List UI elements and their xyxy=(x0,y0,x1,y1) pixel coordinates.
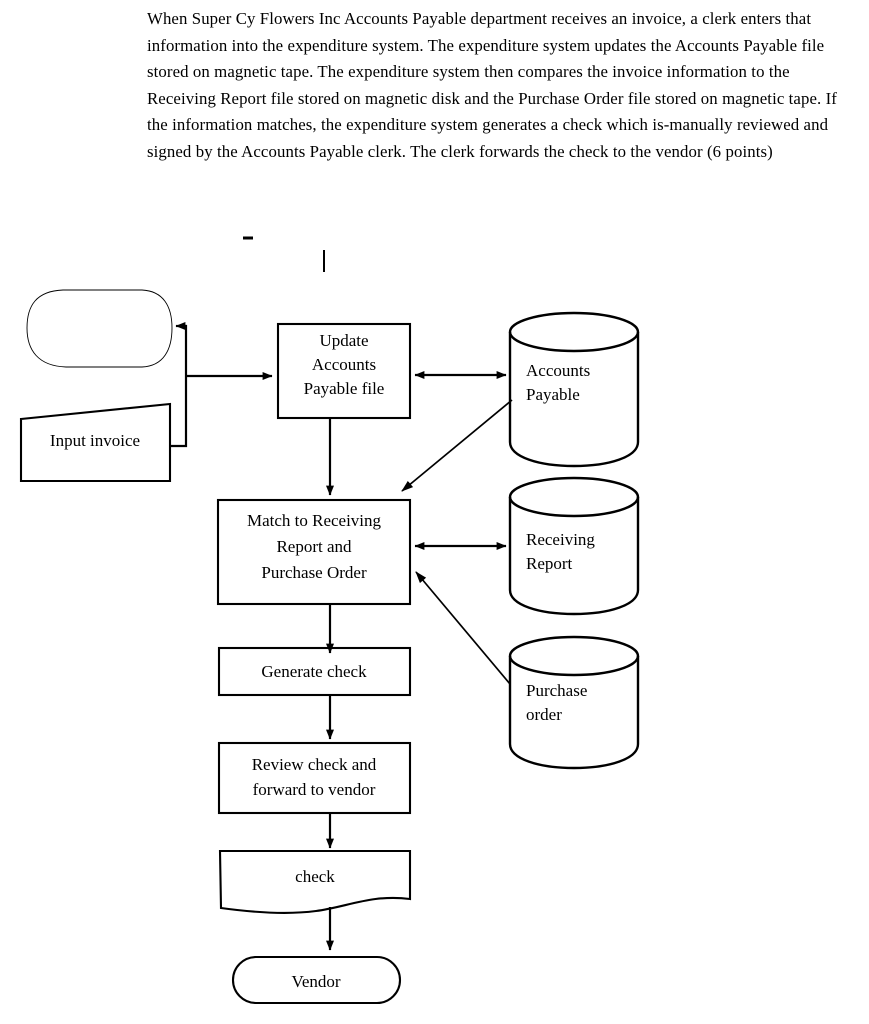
update-ap-label-line2: Accounts xyxy=(312,355,376,374)
purchase-order-label-line2: order xyxy=(526,705,562,724)
update-ap-label-line3: Payable file xyxy=(304,379,385,398)
question-paragraph: When Super Cy Flowers Inc Accounts Payab… xyxy=(147,9,837,161)
edge-input-invoice-to-blank-oval xyxy=(175,322,188,376)
match-receiving-purchase-node[interactable]: Match to Receiving Report and Purchase O… xyxy=(216,498,412,606)
receiving-report-label-line2: Report xyxy=(526,554,573,573)
receiving-report-label-line1: Receiving xyxy=(526,530,595,549)
update-accounts-payable-node[interactable]: Update Accounts Payable file xyxy=(276,322,412,420)
accounts-payable-datastore-node[interactable]: Accounts Payable xyxy=(508,311,640,468)
edge-input-invoice-to-update-ap xyxy=(170,372,273,448)
edge-accounts-payable-to-match xyxy=(401,399,513,492)
purchase-order-datastore-node[interactable]: Purchase order xyxy=(508,635,640,770)
flowchart-canvas: Input invoice Update Accounts Payable fi… xyxy=(19,236,640,1005)
match-label-line2: Report and xyxy=(276,537,352,556)
check-document-label: check xyxy=(295,867,335,886)
blank-oval-node[interactable] xyxy=(26,289,173,368)
input-invoice-node[interactable]: Input invoice xyxy=(19,402,172,483)
review-check-label-line1: Review check and xyxy=(252,755,377,774)
check-document-node[interactable]: check xyxy=(218,849,412,914)
review-check-node[interactable]: Review check and forward to vendor xyxy=(217,741,412,815)
vendor-label: Vendor xyxy=(291,972,340,991)
match-label-line1: Match to Receiving xyxy=(247,511,382,530)
receiving-report-datastore-node[interactable]: Receiving Report xyxy=(508,476,640,616)
purchase-order-label-line1: Purchase xyxy=(526,681,587,700)
vendor-terminator-node[interactable]: Vendor xyxy=(231,955,402,1005)
generate-check-node[interactable]: Generate check xyxy=(217,646,412,697)
review-check-label-line2: forward to vendor xyxy=(253,780,376,799)
update-ap-label-line1: Update xyxy=(319,331,368,350)
generate-check-label: Generate check xyxy=(261,662,367,681)
accounts-payable-label-line1: Accounts xyxy=(526,361,590,380)
input-invoice-label: Input invoice xyxy=(50,431,140,450)
match-label-line3: Purchase Order xyxy=(261,563,367,582)
edge-purchase-order-to-match xyxy=(415,571,511,685)
accounts-payable-label-line2: Payable xyxy=(526,385,580,404)
